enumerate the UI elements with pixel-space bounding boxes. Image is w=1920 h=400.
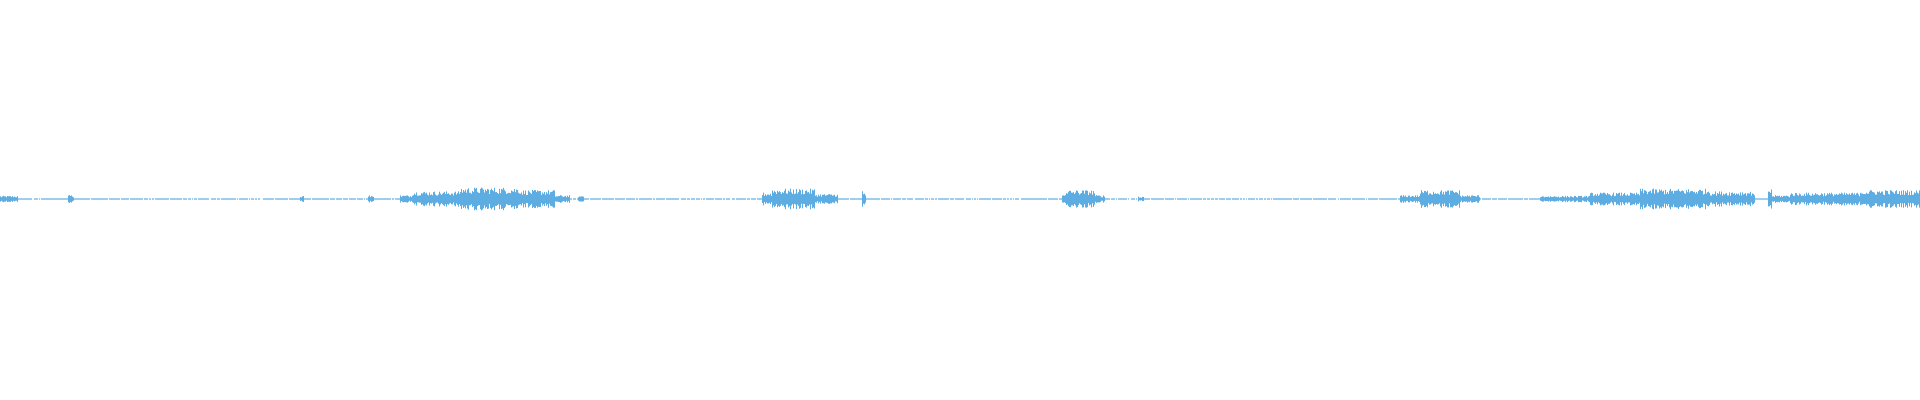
waveform-bars <box>0 187 1920 211</box>
